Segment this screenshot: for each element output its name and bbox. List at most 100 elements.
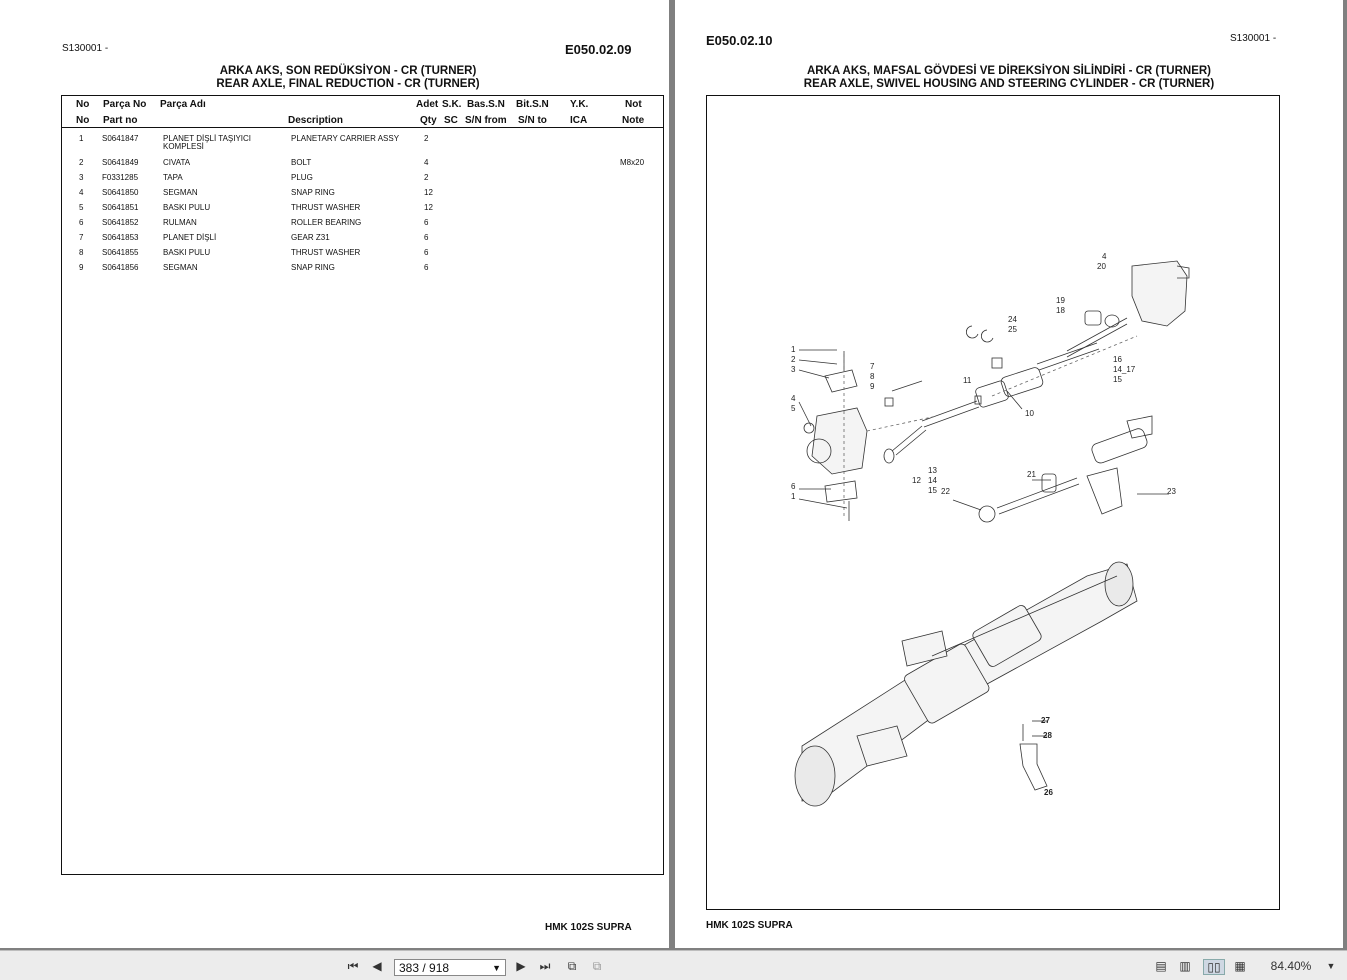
callout-28: 28 xyxy=(1043,731,1052,740)
row-name-tr: RULMAN xyxy=(163,218,197,227)
row-part-no: S0641850 xyxy=(102,188,139,197)
col-bit-tr: Bit.S.N xyxy=(516,99,549,110)
callout-7: 7 xyxy=(870,362,875,371)
row-name-tr: BASKI PULU xyxy=(163,203,211,212)
callout-24: 24 xyxy=(1008,315,1017,324)
row-description: THRUST WASHER xyxy=(291,248,361,257)
copy-page-icon[interactable]: ⧉ xyxy=(592,959,602,973)
next-page-icon[interactable]: ▶ xyxy=(516,959,526,973)
prev-page-icon[interactable]: ◀ xyxy=(372,959,382,973)
row-part-no: S0641856 xyxy=(102,263,139,272)
col-sk-tr: S.K. xyxy=(442,99,462,110)
callout-21: 21 xyxy=(1027,470,1036,479)
footer-model: HMK 102S SUPRA xyxy=(706,920,793,931)
callout-26: 26 xyxy=(1044,788,1053,797)
col-no-en: No xyxy=(76,115,90,126)
callout-14: 14 xyxy=(928,476,937,485)
row-part-no: S0641855 xyxy=(102,248,139,257)
callout-27: 27 xyxy=(1041,716,1050,725)
row-part-no: S0641853 xyxy=(102,233,139,242)
row-part-no: F0331285 xyxy=(102,173,139,182)
row-description: PLUG xyxy=(291,173,313,182)
col-qty-en: Qty xyxy=(420,115,437,126)
callout-9: 9 xyxy=(870,382,875,391)
row-description: SNAP RING xyxy=(291,263,335,272)
row-part-no: S0641851 xyxy=(102,203,139,212)
row-qty: 6 xyxy=(424,233,429,242)
callout-1b: 1 xyxy=(791,492,796,501)
row-description: GEAR Z31 xyxy=(291,233,330,242)
row-qty: 6 xyxy=(424,263,429,272)
row-description: PLANETARY CARRIER ASSY xyxy=(291,134,400,143)
row-no: 8 xyxy=(79,248,84,257)
callout-15b: 15 xyxy=(1113,375,1122,384)
callout-22: 22 xyxy=(941,487,950,496)
callout-14-17: 14_17 xyxy=(1113,365,1136,374)
callout-18: 18 xyxy=(1056,306,1065,315)
row-part-no: S0641847 xyxy=(102,134,139,143)
col-not-en: Note xyxy=(622,115,645,126)
two-page-view-icon[interactable]: ▯▯ xyxy=(1203,959,1225,975)
page-title-en: REAR AXLE, SWIVEL HOUSING AND STEERING C… xyxy=(803,78,1215,90)
single-page-view-icon[interactable]: ▤ xyxy=(1155,959,1167,973)
col-bas-en: S/N from xyxy=(465,115,507,126)
callout-19: 19 xyxy=(1056,296,1065,305)
row-description: SNAP RING xyxy=(291,188,335,197)
table-row: 5 S0641851 BASKI PULU THRUST WASHER 12 xyxy=(62,203,663,218)
chevron-down-icon[interactable]: ▼ xyxy=(492,963,501,973)
row-no: 7 xyxy=(79,233,84,242)
table-row: 3 F0331285 TAPA PLUG 2 xyxy=(62,173,663,188)
last-page-icon[interactable]: ⏭ xyxy=(539,959,551,973)
row-no: 2 xyxy=(79,158,84,167)
row-name-tr: TAPA xyxy=(163,173,183,182)
exploded-axle-diagram: 1 2 3 4 5 6 1 7 8 9 11 10 12 13 14 15 22… xyxy=(791,252,1190,807)
callout-13: 13 xyxy=(928,466,937,475)
callout-16: 16 xyxy=(1113,355,1122,364)
row-qty: 12 xyxy=(424,203,433,212)
row-qty: 4 xyxy=(424,158,429,167)
callout-4: 4 xyxy=(791,394,796,403)
col-name-tr: Parça Adı xyxy=(160,99,206,110)
col-yk-en: ICA xyxy=(570,115,588,126)
page-title-tr: ARKA AKS, SON REDÜKSİYON - CR (TURNER) xyxy=(219,65,477,77)
two-page-continuous-icon[interactable]: ▦ xyxy=(1234,959,1246,973)
rotate-page-icon[interactable]: ⧉ xyxy=(567,959,577,973)
col-desc-en: Description xyxy=(288,115,344,126)
right-page: E050.02.10 S130001 - ARKA AKS, MAFSAL GÖ… xyxy=(675,0,1343,948)
serial-range: S130001 - xyxy=(1230,33,1277,44)
left-page: S130001 - E050.02.09 ARKA AKS, SON REDÜK… xyxy=(0,0,669,948)
first-page-icon[interactable]: ⏮ xyxy=(347,959,359,973)
page-code: E050.02.10 xyxy=(706,33,773,48)
zoom-dropdown-icon[interactable]: ▼ xyxy=(1326,961,1336,971)
callout-1: 1 xyxy=(791,345,796,354)
row-part-no: S0641852 xyxy=(102,218,139,227)
row-part-no: S0641849 xyxy=(102,158,139,167)
row-description: THRUST WASHER xyxy=(291,203,361,212)
callout-5: 5 xyxy=(791,404,796,413)
callout-12: 12 xyxy=(912,476,921,485)
page-number-input[interactable]: 383 / 918 ▼ xyxy=(394,959,506,976)
row-no: 5 xyxy=(79,203,84,212)
header-divider xyxy=(62,127,663,128)
row-no: 3 xyxy=(79,173,84,182)
callout-6: 6 xyxy=(791,482,796,491)
callout-10: 10 xyxy=(1025,409,1034,418)
row-no: 9 xyxy=(79,263,84,272)
callout-3: 3 xyxy=(791,365,796,374)
col-bas-tr: Bas.S.N xyxy=(467,99,505,110)
callout-23: 23 xyxy=(1167,487,1176,496)
row-qty: 2 xyxy=(424,173,429,182)
row-no: 6 xyxy=(79,218,84,227)
page-number-value: 383 / 918 xyxy=(399,961,450,975)
col-bit-en: S/N to xyxy=(518,115,547,126)
zoom-level[interactable]: 84.40% xyxy=(1270,959,1312,973)
callout-2: 2 xyxy=(791,355,796,364)
continuous-view-icon[interactable]: ▥ xyxy=(1179,959,1191,973)
col-qty-tr: Adet xyxy=(416,99,439,110)
row-note: M8x20 xyxy=(620,158,645,167)
pdf-viewer-toolbar: ⏮ ◀ 383 / 918 ▼ ▶ ⏭ ⧉ ⧉ ▤ ▥ ▯▯ ▦ 84.40% ▼ xyxy=(0,950,1347,980)
